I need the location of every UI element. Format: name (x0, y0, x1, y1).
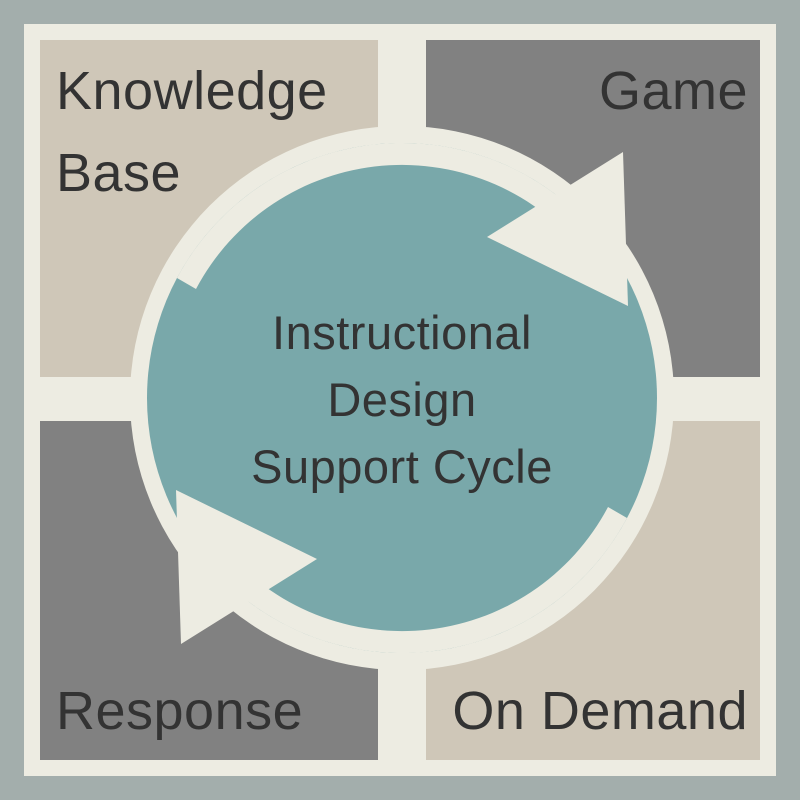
cycle-title-line-1: Instructional (272, 306, 532, 359)
arrow-top-head (487, 152, 628, 306)
arrow-bottom (176, 490, 627, 654)
arrow-top-band (177, 142, 603, 289)
arrow-bottom-head (176, 490, 317, 644)
label-game: Game (598, 61, 748, 121)
label-on-demand: On Demand (452, 681, 748, 741)
label-knowledge-base: Knowledge Base (56, 61, 328, 203)
label-response: Response (56, 681, 304, 741)
cycle-title-line-2: Design (327, 373, 477, 426)
arrow-top (177, 142, 628, 306)
cycle-title-line-3: Support Cycle (251, 440, 553, 493)
cycle-title: Instructional Design Support Cycle (202, 299, 602, 500)
cycle-circle (147, 143, 657, 653)
arrow-bottom-band (201, 507, 627, 654)
